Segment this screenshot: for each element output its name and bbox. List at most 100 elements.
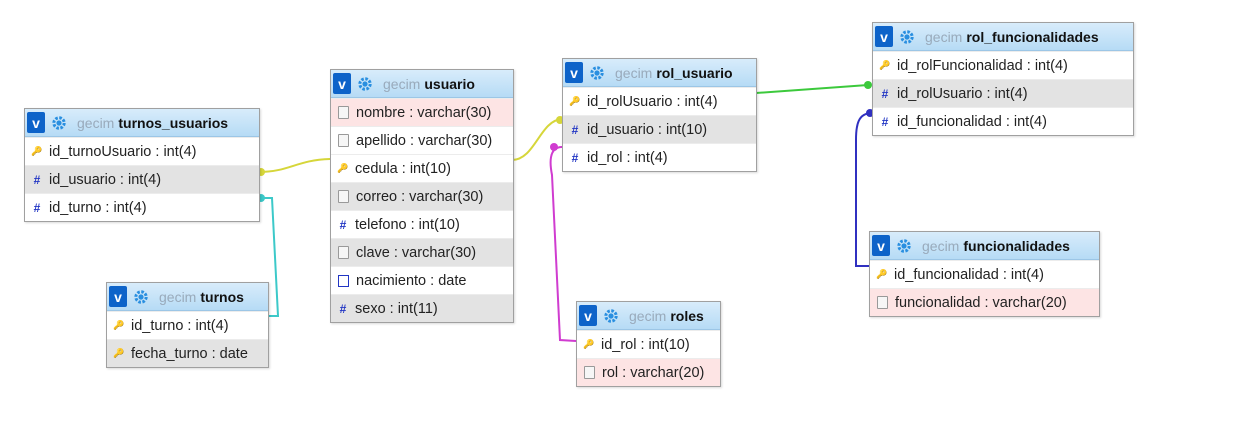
gear-icon[interactable] bbox=[357, 76, 373, 92]
field-label: id_rolUsuario : int(4) bbox=[897, 85, 1028, 102]
field-label: telefono : int(10) bbox=[355, 216, 460, 233]
field-label: nombre : varchar(30) bbox=[356, 104, 492, 121]
field-label: id_turnoUsuario : int(4) bbox=[49, 143, 197, 160]
field-row[interactable]: #sexo : int(11) bbox=[331, 294, 513, 322]
doc-icon bbox=[338, 134, 349, 147]
link-end-dot bbox=[550, 143, 558, 151]
database-name: gecim bbox=[77, 114, 115, 131]
database-name: gecim bbox=[383, 75, 421, 92]
field-row[interactable]: correo : varchar(30) bbox=[331, 182, 513, 210]
field-row[interactable]: nombre : varchar(30) bbox=[331, 98, 513, 126]
field-row[interactable]: # id_usuario : int(4) bbox=[25, 165, 259, 193]
field-row[interactable]: 🔑id_rol : int(10) bbox=[577, 330, 720, 358]
table-name: turnos_usuarios bbox=[118, 114, 229, 131]
table-name: rol_usuario bbox=[656, 64, 733, 81]
field-label: id_rolUsuario : int(4) bbox=[587, 93, 718, 110]
field-label: clave : varchar(30) bbox=[356, 244, 477, 261]
field-row[interactable]: # id_funcionalidad : int(4) bbox=[873, 107, 1133, 135]
table-name: roles bbox=[670, 307, 704, 324]
field-row[interactable]: apellido : varchar(30) bbox=[331, 126, 513, 154]
key-icon: 🔑 bbox=[879, 60, 891, 70]
gear-icon[interactable] bbox=[51, 115, 67, 131]
table-name: usuario bbox=[424, 75, 475, 92]
table-name: funcionalidades bbox=[963, 237, 1070, 254]
collapse-toggle-icon[interactable]: v bbox=[109, 286, 127, 307]
field-row[interactable]: 🔑id_turno : int(4) bbox=[107, 311, 268, 339]
table-name: rol_funcionalidades bbox=[966, 28, 1099, 45]
field-row[interactable]: 🔑 id_turnoUsuario : int(4) bbox=[25, 137, 259, 165]
field-label: nacimiento : date bbox=[356, 272, 467, 289]
collapse-toggle-icon[interactable]: v bbox=[27, 112, 45, 133]
hash-icon: # bbox=[881, 114, 889, 129]
field-row[interactable]: 🔑fecha_turno : date bbox=[107, 339, 268, 367]
field-row[interactable]: #id_turno : int(4) bbox=[25, 193, 259, 221]
hash-icon: # bbox=[33, 172, 41, 187]
link-end-dot bbox=[864, 81, 872, 89]
collapse-toggle-icon[interactable]: v bbox=[875, 26, 893, 47]
database-name: gecim bbox=[629, 307, 667, 324]
hash-icon: # bbox=[571, 122, 579, 137]
field-row[interactable]: # id_usuario : int(10) bbox=[563, 115, 756, 143]
collapse-toggle-icon[interactable]: v bbox=[565, 62, 583, 83]
link-usuario-rol_usuario bbox=[511, 118, 563, 161]
field-label: id_rolFuncionalidad : int(4) bbox=[897, 57, 1068, 74]
calendar-icon bbox=[338, 274, 349, 287]
field-label: id_rol : int(4) bbox=[587, 149, 668, 166]
key-icon: 🔑 bbox=[569, 96, 581, 106]
gear-icon[interactable] bbox=[603, 308, 619, 324]
collapse-toggle-icon[interactable]: v bbox=[872, 235, 890, 256]
field-row[interactable]: 🔑 id_rolFuncionalidad : int(4) bbox=[873, 51, 1133, 79]
field-label: sexo : int(11) bbox=[355, 300, 438, 317]
hash-icon: # bbox=[33, 200, 41, 215]
hash-icon: # bbox=[881, 86, 889, 101]
field-label: id_usuario : int(4) bbox=[49, 171, 162, 188]
key-icon: 🔑 bbox=[583, 339, 595, 349]
field-row[interactable]: 🔑 id_rolUsuario : int(4) bbox=[563, 87, 756, 115]
field-row[interactable]: 🔑id_funcionalidad : int(4) bbox=[870, 260, 1099, 288]
gear-icon[interactable] bbox=[589, 65, 605, 81]
field-label: apellido : varchar(30) bbox=[356, 132, 493, 149]
doc-icon bbox=[338, 106, 349, 119]
doc-icon bbox=[338, 190, 349, 203]
table-name: turnos bbox=[200, 288, 244, 305]
field-row[interactable]: 🔑cedula : int(10) bbox=[331, 154, 513, 182]
field-label: id_usuario : int(10) bbox=[587, 121, 708, 138]
field-row[interactable]: funcionalidad : varchar(20) bbox=[870, 288, 1099, 316]
field-label: id_funcionalidad : int(4) bbox=[894, 266, 1044, 283]
field-row[interactable]: rol : varchar(20) bbox=[577, 358, 720, 386]
field-label: rol : varchar(20) bbox=[602, 364, 705, 381]
field-label: correo : varchar(30) bbox=[356, 188, 484, 205]
field-row[interactable]: #id_rol : int(4) bbox=[563, 143, 756, 171]
gear-icon[interactable] bbox=[899, 29, 915, 45]
collapse-toggle-icon[interactable]: v bbox=[333, 73, 351, 94]
field-label: funcionalidad : varchar(20) bbox=[895, 294, 1067, 311]
field-label: id_funcionalidad : int(4) bbox=[897, 113, 1047, 130]
field-row[interactable]: # id_rolUsuario : int(4) bbox=[873, 79, 1133, 107]
field-label: cedula : int(10) bbox=[355, 160, 451, 177]
key-icon: 🔑 bbox=[31, 146, 43, 156]
collapse-toggle-icon[interactable]: v bbox=[579, 305, 597, 326]
field-row[interactable]: nacimiento : date bbox=[331, 266, 513, 294]
field-row[interactable]: # telefono : int(10) bbox=[331, 210, 513, 238]
doc-icon bbox=[338, 246, 349, 259]
gear-icon[interactable] bbox=[896, 238, 912, 254]
field-row[interactable]: clave : varchar(30) bbox=[331, 238, 513, 266]
link-rol_usuario-rol_funcionalidades bbox=[755, 84, 869, 94]
database-name: gecim bbox=[159, 288, 197, 305]
hash-icon: # bbox=[339, 217, 347, 232]
gear-icon[interactable] bbox=[133, 289, 149, 305]
